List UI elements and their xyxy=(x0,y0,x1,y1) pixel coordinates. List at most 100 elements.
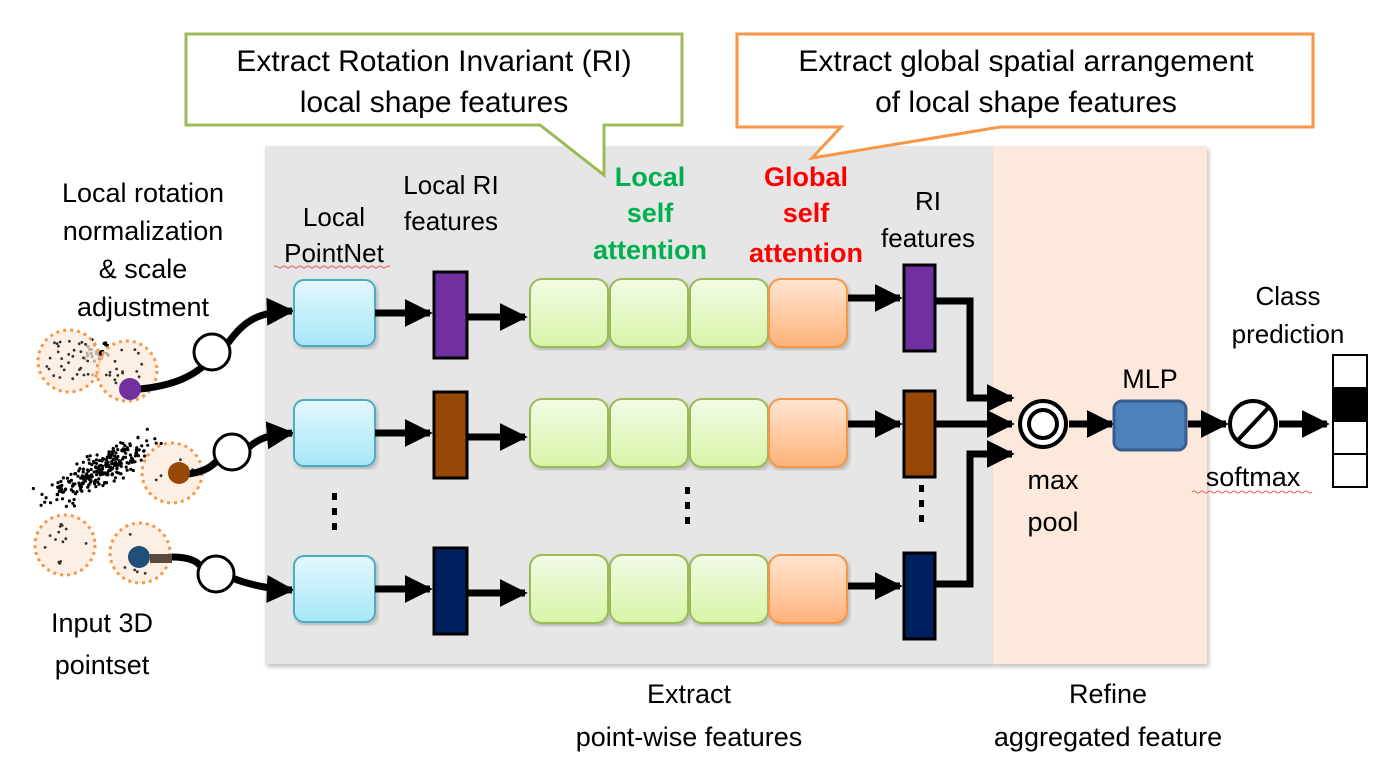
point xyxy=(133,348,137,351)
callout-local-line1: Extract Rotation Invariant (RI) xyxy=(236,45,631,78)
point xyxy=(58,525,62,528)
softmax-node xyxy=(1228,399,1278,449)
point xyxy=(59,479,63,483)
section-label-extract: Extract point-wise features xyxy=(576,679,803,752)
point xyxy=(94,485,98,489)
point xyxy=(118,462,123,466)
local-pointnet-block xyxy=(293,279,376,347)
label-line: aggregated feature xyxy=(994,722,1222,752)
point xyxy=(101,472,105,476)
point xyxy=(86,469,90,473)
local-ri-feature-vector xyxy=(432,546,469,636)
point xyxy=(77,342,81,346)
point xyxy=(97,477,101,481)
label-line: Class xyxy=(1255,281,1320,311)
point xyxy=(97,470,101,474)
point xyxy=(64,504,68,508)
class-prediction-label: Class prediction xyxy=(1232,281,1345,349)
mlp-block xyxy=(1112,399,1188,452)
point xyxy=(113,378,117,382)
stage-label-ri-features: RI features xyxy=(881,186,975,253)
point xyxy=(92,480,96,484)
point xyxy=(48,356,52,360)
max-pool-label: max pool xyxy=(1027,465,1079,537)
point xyxy=(115,367,118,371)
point xyxy=(108,373,112,377)
label-line: Local xyxy=(615,162,686,192)
normalization-node-3 xyxy=(196,554,236,594)
point xyxy=(142,449,146,453)
point xyxy=(133,460,137,464)
point xyxy=(136,435,140,439)
point xyxy=(84,542,88,545)
point xyxy=(100,467,105,471)
point xyxy=(68,339,71,343)
point xyxy=(61,490,65,494)
point xyxy=(61,476,65,480)
patch-circle xyxy=(33,513,97,577)
ellipsis-ri-features xyxy=(919,485,924,522)
point xyxy=(114,381,118,385)
input-bottom-label: Input 3D pointset xyxy=(51,608,153,680)
point xyxy=(56,350,60,354)
point xyxy=(112,479,116,483)
ri-feature-vector xyxy=(902,551,937,641)
stage-label-local-self-attention: Local self attention xyxy=(593,162,707,265)
label-line: prediction xyxy=(1232,319,1345,349)
point xyxy=(128,444,132,448)
point xyxy=(103,481,107,485)
point xyxy=(53,341,56,345)
point xyxy=(58,376,62,379)
center-point-1 xyxy=(119,378,141,400)
point xyxy=(82,356,85,360)
point xyxy=(82,373,86,377)
pipeline-row-3 xyxy=(293,546,937,641)
point xyxy=(113,476,118,480)
point xyxy=(47,367,51,371)
point xyxy=(87,483,91,487)
point xyxy=(113,454,117,458)
local-ri-feature-vector xyxy=(432,390,469,480)
input-top-label: Local rotation normalization & scale adj… xyxy=(62,178,224,322)
label-line: Input 3D xyxy=(51,608,153,638)
point xyxy=(145,439,149,443)
point xyxy=(116,374,120,377)
label-line: & scale xyxy=(99,254,188,284)
point xyxy=(80,340,84,344)
point xyxy=(95,453,99,457)
point xyxy=(56,481,60,485)
point xyxy=(78,467,82,471)
class-cell xyxy=(1332,354,1368,389)
local-pointnet-block xyxy=(293,399,376,467)
point xyxy=(108,370,112,374)
stage-label-local-ri-features: Local RI features xyxy=(403,170,498,236)
point xyxy=(121,371,124,375)
point xyxy=(67,353,71,356)
point xyxy=(87,458,91,462)
label-line: Extract xyxy=(647,679,732,709)
point xyxy=(64,527,68,531)
local-self-attention-block xyxy=(689,398,769,468)
point xyxy=(113,359,117,363)
point xyxy=(67,479,71,483)
stage-label-local-pointnet: Local PointNet xyxy=(273,202,391,269)
mlp-label: MLP xyxy=(1122,364,1178,394)
point xyxy=(56,493,60,497)
point xyxy=(153,437,157,441)
pipeline-row-1 xyxy=(293,263,937,360)
spellcheck-underline xyxy=(1191,490,1313,494)
point xyxy=(143,571,147,575)
point xyxy=(55,342,59,345)
normalization-node-2 xyxy=(212,432,252,472)
point xyxy=(135,570,139,574)
label-line: Local RI xyxy=(403,170,498,200)
callout-global: Extract global spatial arrangement of lo… xyxy=(735,32,1315,161)
local-self-attention-block xyxy=(609,398,689,468)
point xyxy=(96,480,100,484)
point xyxy=(72,504,76,508)
point xyxy=(117,471,121,475)
class-cell xyxy=(1332,387,1368,422)
point xyxy=(114,451,118,455)
normalization-node-1 xyxy=(192,332,232,372)
pipeline-rows xyxy=(293,263,937,641)
